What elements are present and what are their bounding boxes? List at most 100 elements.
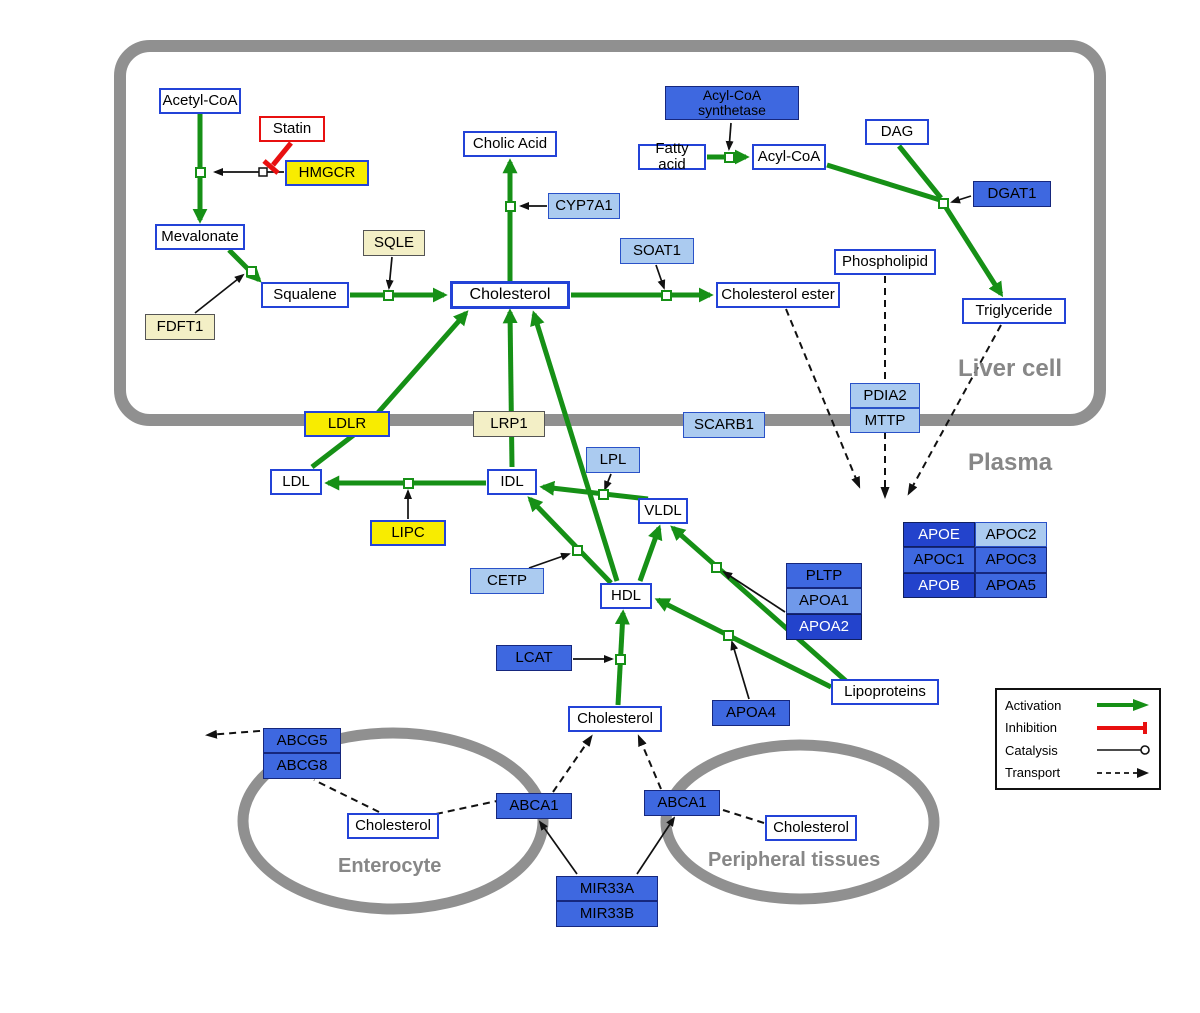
edge-hdl-vldl — [637, 524, 663, 582]
edge-acylcoa-junction — [826, 162, 941, 203]
acs-line1: Acyl-CoA — [702, 87, 762, 104]
transport-abca1r-cholplasma — [637, 734, 662, 790]
node-scarb1[interactable]: SCARB1 — [683, 412, 765, 438]
node-mttp[interactable]: MTTP — [850, 408, 920, 433]
catalysis-cetp — [528, 552, 571, 569]
node-cyp7a1[interactable]: CYP7A1 — [548, 193, 620, 219]
node-pdia2[interactable]: PDIA2 — [850, 383, 920, 408]
node-fdft1[interactable]: FDFT1 — [145, 314, 215, 340]
edge-hdl-idl — [527, 496, 613, 585]
node-hmgcr[interactable]: HMGCR — [285, 160, 369, 186]
node-apoa1[interactable]: APOA1 — [786, 588, 862, 614]
catalysis-apoa-stack — [722, 570, 786, 613]
edge-mir33-abca1-left — [538, 820, 578, 875]
node-apoa4[interactable]: APOA4 — [712, 700, 790, 726]
legend-inhibition-label: Inhibition — [1005, 720, 1058, 736]
legend-catalysis-label: Catalysis — [1005, 742, 1058, 758]
legend-row-activation: Activation — [1005, 698, 1151, 713]
edge-junction-triglyceride — [942, 204, 1004, 298]
node-mevalonate[interactable]: Mevalonate — [155, 224, 245, 250]
node-ldlr[interactable]: LDLR — [304, 411, 390, 437]
node-lipoproteins[interactable]: Lipoproteins — [831, 679, 939, 705]
node-sqle[interactable]: SQLE — [363, 230, 425, 256]
transport-cholesterolester-plasma — [785, 308, 861, 489]
node-apoa5[interactable]: APOA5 — [975, 573, 1047, 598]
inhibition-target-square — [258, 167, 268, 177]
edge-lipoproteins-hdl — [654, 597, 833, 690]
node-acetyl-coa[interactable]: Acetyl-CoA — [159, 88, 241, 114]
node-cholesterol-plasma[interactable]: Cholesterol — [568, 706, 662, 732]
edge-lipoproteins-vldl — [670, 525, 848, 683]
node-mir33b[interactable]: MIR33B — [556, 901, 658, 927]
catalysis-apoa4 — [730, 640, 750, 700]
transport-abca1-cholplasma — [552, 734, 593, 793]
edge-dag-junction — [897, 144, 943, 200]
legend-row-transport: Transport — [1005, 765, 1151, 780]
node-cholic-acid[interactable]: Cholic Acid — [463, 131, 557, 157]
enterocyte-label: Enterocyte — [338, 855, 442, 877]
node-lcat[interactable]: LCAT — [496, 645, 572, 671]
node-apoe[interactable]: APOE — [903, 522, 975, 547]
catalysis-edges — [194, 122, 972, 875]
catalysis-soat1 — [655, 264, 666, 290]
node-statin[interactable]: Statin — [259, 116, 325, 142]
node-cholesterol-peripheral[interactable]: Cholesterol — [765, 815, 857, 841]
node-dag[interactable]: DAG — [865, 119, 929, 145]
legend-activation-label: Activation — [1005, 697, 1062, 713]
liver-cell-membrane — [114, 40, 1106, 426]
catalysis-acylcoa-synthetase — [725, 122, 734, 151]
node-abca1-enterocyte[interactable]: ABCA1 — [496, 793, 572, 819]
node-cholesterol-enterocyte[interactable]: Cholesterol — [347, 813, 439, 839]
node-cholesterol-liver[interactable]: Cholesterol — [450, 281, 570, 309]
node-vldl[interactable]: VLDL — [638, 498, 688, 524]
inhibition-tee-icon — [1097, 721, 1147, 734]
catalysis-dgat1 — [950, 195, 972, 204]
peripheral-tissues-label: Peripheral tissues — [708, 849, 881, 871]
node-soat1[interactable]: SOAT1 — [620, 238, 694, 264]
acs-line2: synthetase — [698, 102, 766, 118]
node-ldl[interactable]: LDL — [270, 469, 322, 495]
edge-idl-lrp1-cholesterol — [502, 308, 518, 468]
catalysis-sqle — [385, 256, 394, 290]
liver-cell-label: Liver cell — [958, 355, 1063, 382]
node-fatty-acid[interactable]: Fatty acid — [638, 141, 706, 172]
node-acyl-coa[interactable]: Acyl-CoA — [752, 144, 826, 170]
node-abca1-peripheral[interactable]: ABCA1 — [644, 790, 720, 816]
node-lrp1[interactable]: LRP1 — [473, 411, 545, 437]
legend-row-catalysis: Catalysis — [1005, 743, 1151, 758]
node-idl[interactable]: IDL — [487, 469, 537, 495]
node-lpl[interactable]: LPL — [586, 447, 640, 473]
edge-vldl-idl — [539, 480, 649, 502]
node-dgat1[interactable]: DGAT1 — [973, 181, 1051, 207]
node-abcg5[interactable]: ABCG5 — [263, 728, 341, 753]
edge-ldl-ldlr-cholesterol — [310, 310, 469, 469]
catalysis-fdft1 — [194, 273, 245, 314]
transport-abcg-out — [205, 729, 273, 739]
legend-transport-label: Transport — [1005, 765, 1061, 781]
node-hdl[interactable]: HDL — [600, 583, 652, 609]
transport-cholperipheral-abca1 — [722, 809, 765, 824]
reaction-nodes — [195, 152, 949, 665]
node-apoc3[interactable]: APOC3 — [975, 547, 1047, 573]
node-triglyceride[interactable]: Triglyceride — [962, 298, 1066, 324]
node-apoa2[interactable]: APOA2 — [786, 614, 862, 640]
node-acyl-coa-synthetase[interactable]: Acyl-CoA synthetase — [665, 86, 799, 120]
inhibition-edge — [262, 141, 293, 175]
node-lipc[interactable]: LIPC — [370, 520, 446, 546]
activation-arrow-icon — [1097, 699, 1149, 712]
node-apob[interactable]: APOB — [903, 573, 975, 598]
node-apoc1[interactable]: APOC1 — [903, 547, 975, 573]
transport-triglyceride-plasma — [907, 324, 1002, 496]
node-mir33a[interactable]: MIR33A — [556, 876, 658, 901]
node-apoc2[interactable]: APOC2 — [975, 522, 1047, 547]
node-cetp[interactable]: CETP — [470, 568, 544, 594]
node-phospholipid[interactable]: Phospholipid — [834, 249, 936, 275]
plasma-label: Plasma — [968, 449, 1053, 476]
node-pltp[interactable]: PLTP — [786, 563, 862, 588]
catalysis-lpl — [604, 473, 612, 491]
node-cholesterol-ester[interactable]: Cholesterol ester — [716, 282, 840, 308]
node-squalene[interactable]: Squalene — [261, 282, 349, 308]
node-abcg8[interactable]: ABCG8 — [263, 753, 341, 779]
